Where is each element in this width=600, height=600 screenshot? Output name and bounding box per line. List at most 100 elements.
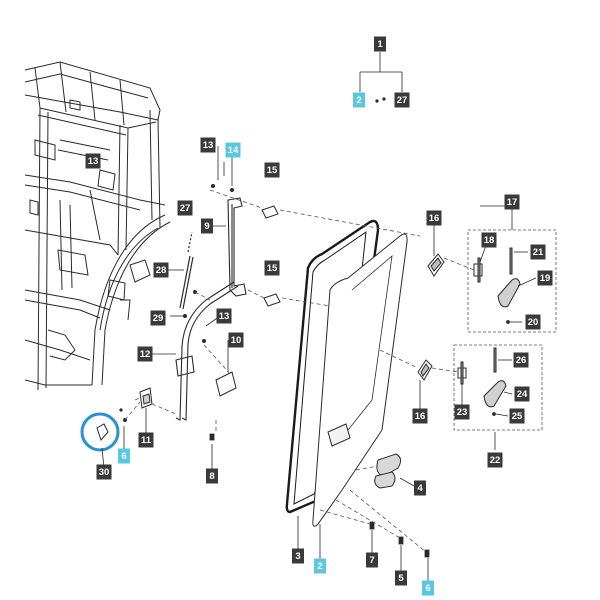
callout-number: 27 bbox=[397, 95, 408, 106]
latch-bracket bbox=[139, 387, 153, 409]
callout-box bbox=[414, 480, 426, 496]
callout-box bbox=[487, 452, 503, 468]
callout-number: 27 bbox=[180, 203, 191, 214]
callout-number: 3 bbox=[295, 551, 300, 562]
callout-box bbox=[454, 404, 470, 420]
callout-box bbox=[530, 244, 546, 260]
callout-28: 28 bbox=[153, 262, 169, 278]
callout-number: 6 bbox=[425, 583, 430, 594]
callout-1: 1 bbox=[374, 36, 386, 52]
callout-box bbox=[153, 262, 169, 278]
callout-number: 9 bbox=[204, 221, 209, 232]
callout-16: 16 bbox=[412, 408, 428, 424]
callout-number: 24 bbox=[517, 389, 528, 400]
callout-14: 14 bbox=[225, 142, 241, 158]
callout-number: 16 bbox=[429, 213, 440, 224]
callout-26: 26 bbox=[513, 352, 529, 368]
callout-18: 18 bbox=[481, 232, 497, 248]
callout-22: 22 bbox=[487, 452, 503, 468]
callout-17: 17 bbox=[504, 194, 520, 210]
hinge-kit-lower-box bbox=[453, 344, 543, 431]
cover-plate bbox=[215, 371, 237, 397]
door-handle bbox=[374, 453, 402, 489]
callout-6: 6 bbox=[118, 448, 130, 464]
callout-box bbox=[292, 548, 304, 564]
callout-number: 5 bbox=[398, 573, 404, 584]
callout-24: 24 bbox=[514, 386, 530, 402]
callout-8: 8 bbox=[206, 468, 218, 484]
callout-number: 1 bbox=[377, 39, 383, 50]
callout-number: 8 bbox=[209, 471, 214, 482]
callout-box bbox=[374, 36, 386, 52]
callout-9: 9 bbox=[201, 218, 213, 234]
callout-box bbox=[177, 200, 193, 216]
pad-upper bbox=[261, 205, 279, 219]
callout-box bbox=[513, 352, 529, 368]
callout-number: 13 bbox=[88, 156, 99, 167]
hinge-kit-lower-parts bbox=[457, 347, 507, 416]
callout-box bbox=[85, 153, 101, 169]
callout-number: 7 bbox=[369, 555, 374, 566]
callout-number: 15 bbox=[267, 165, 278, 176]
callout-box bbox=[422, 580, 434, 596]
callout-15: 15 bbox=[264, 162, 280, 178]
callout-7: 7 bbox=[366, 552, 378, 568]
callout-4: 4 bbox=[414, 480, 426, 496]
callout-box bbox=[353, 92, 365, 108]
callout-15: 15 bbox=[264, 260, 280, 276]
callout-box bbox=[481, 232, 497, 248]
callout-23: 23 bbox=[454, 404, 470, 420]
callout-box bbox=[225, 142, 241, 158]
door-glass bbox=[312, 233, 408, 527]
callout-number: 30 bbox=[99, 467, 110, 478]
callout-number: 2 bbox=[356, 95, 361, 106]
callout-13: 13 bbox=[85, 153, 101, 169]
callout-number: 14 bbox=[228, 145, 239, 156]
callout-20: 20 bbox=[525, 314, 541, 330]
callout-box bbox=[537, 270, 553, 286]
callout-number: 15 bbox=[267, 263, 278, 274]
callout-number: 10 bbox=[231, 335, 242, 346]
callout-12: 12 bbox=[137, 346, 153, 362]
callout-box bbox=[96, 464, 112, 480]
callout-25: 25 bbox=[509, 408, 525, 424]
highlight-ring bbox=[80, 412, 120, 452]
callout-number: 19 bbox=[540, 273, 551, 284]
callout-number: 20 bbox=[528, 317, 539, 328]
callout-box bbox=[201, 218, 213, 234]
hinge-upper bbox=[427, 253, 445, 277]
callout-box bbox=[264, 162, 280, 178]
callout-number: 21 bbox=[533, 247, 544, 258]
gas-strut bbox=[179, 231, 194, 310]
callout-27: 27 bbox=[394, 92, 410, 108]
callout-5: 5 bbox=[395, 570, 407, 586]
callout-3: 3 bbox=[292, 548, 304, 564]
hinge-lower bbox=[417, 359, 433, 381]
callout-box bbox=[264, 260, 280, 276]
callout-11: 11 bbox=[138, 432, 154, 448]
callout-13: 13 bbox=[200, 137, 216, 153]
callout-number: 29 bbox=[153, 313, 164, 324]
hinge-arm bbox=[227, 197, 247, 297]
callout-box bbox=[228, 332, 244, 348]
callout-number: 23 bbox=[457, 407, 468, 418]
callout-13: 13 bbox=[216, 308, 232, 324]
callout-box bbox=[504, 194, 520, 210]
callout-10: 10 bbox=[228, 332, 244, 348]
door-stay-rod bbox=[175, 281, 239, 421]
callout-number: 17 bbox=[507, 197, 518, 208]
callout-number: 12 bbox=[140, 349, 151, 360]
callout-number: 13 bbox=[219, 311, 230, 322]
callout-box bbox=[150, 310, 166, 326]
callout-number: 25 bbox=[512, 411, 523, 422]
alignment-lines bbox=[124, 189, 475, 553]
callout-box bbox=[412, 408, 428, 424]
leader-lines bbox=[101, 52, 537, 582]
callout-6: 6 bbox=[422, 580, 434, 596]
callout-29: 29 bbox=[150, 310, 166, 326]
callout-number: 11 bbox=[141, 435, 152, 446]
callout-number: 22 bbox=[490, 455, 501, 466]
callout-box bbox=[138, 432, 154, 448]
callout-16: 16 bbox=[426, 210, 442, 226]
